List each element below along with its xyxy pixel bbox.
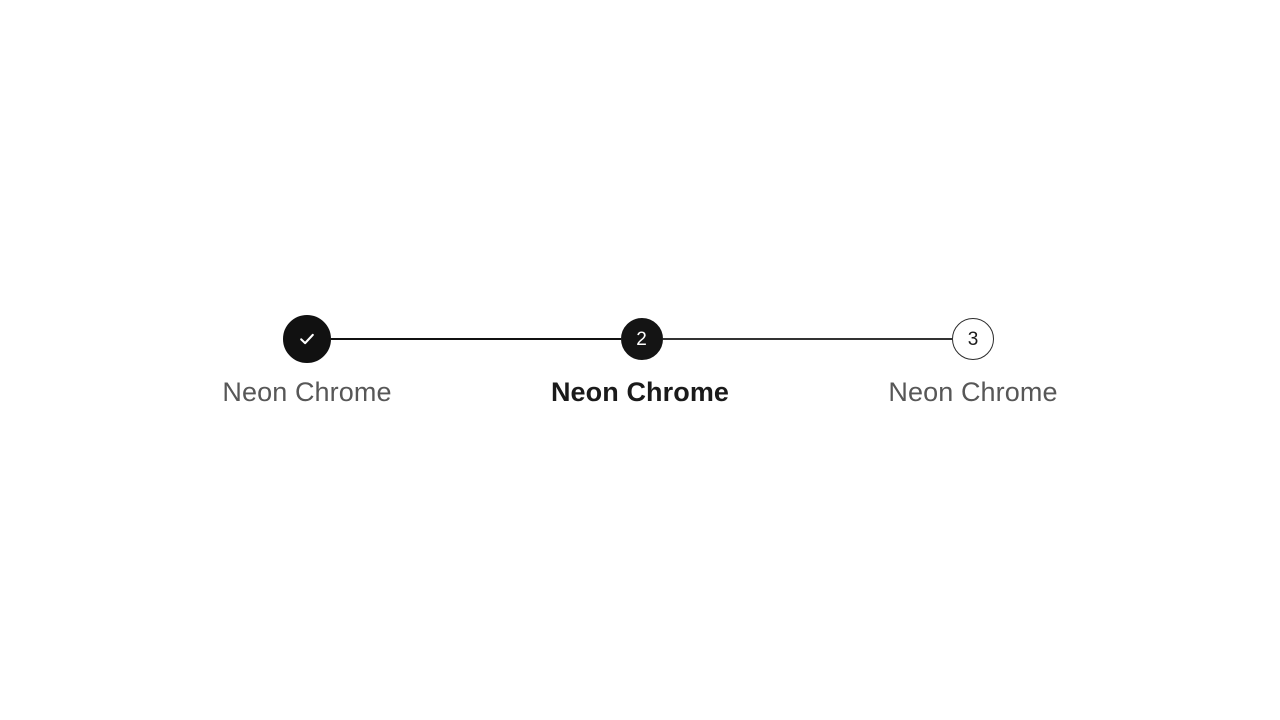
step-label-2[interactable]: Neon Chrome [550, 377, 730, 407]
step-number-3: 3 [967, 328, 979, 350]
check-icon [296, 328, 318, 350]
stepper: 2 3 Neon Chrome Neon Chrome Neon Chrome [222, 315, 1057, 415]
step-connector-1 [331, 338, 621, 340]
step-indicator-1[interactable] [283, 315, 331, 363]
step-label-1[interactable]: Neon Chrome [222, 377, 392, 407]
stepper-labels: Neon Chrome Neon Chrome Neon Chrome [222, 372, 1057, 412]
step-indicator-3[interactable]: 3 [952, 318, 994, 360]
stepper-track: 2 3 [283, 315, 994, 363]
step-indicator-2[interactable]: 2 [620, 318, 663, 360]
step-connector-2 [662, 338, 952, 340]
step-label-3[interactable]: Neon Chrome [888, 377, 1058, 407]
step-number-2: 2 [636, 328, 647, 350]
